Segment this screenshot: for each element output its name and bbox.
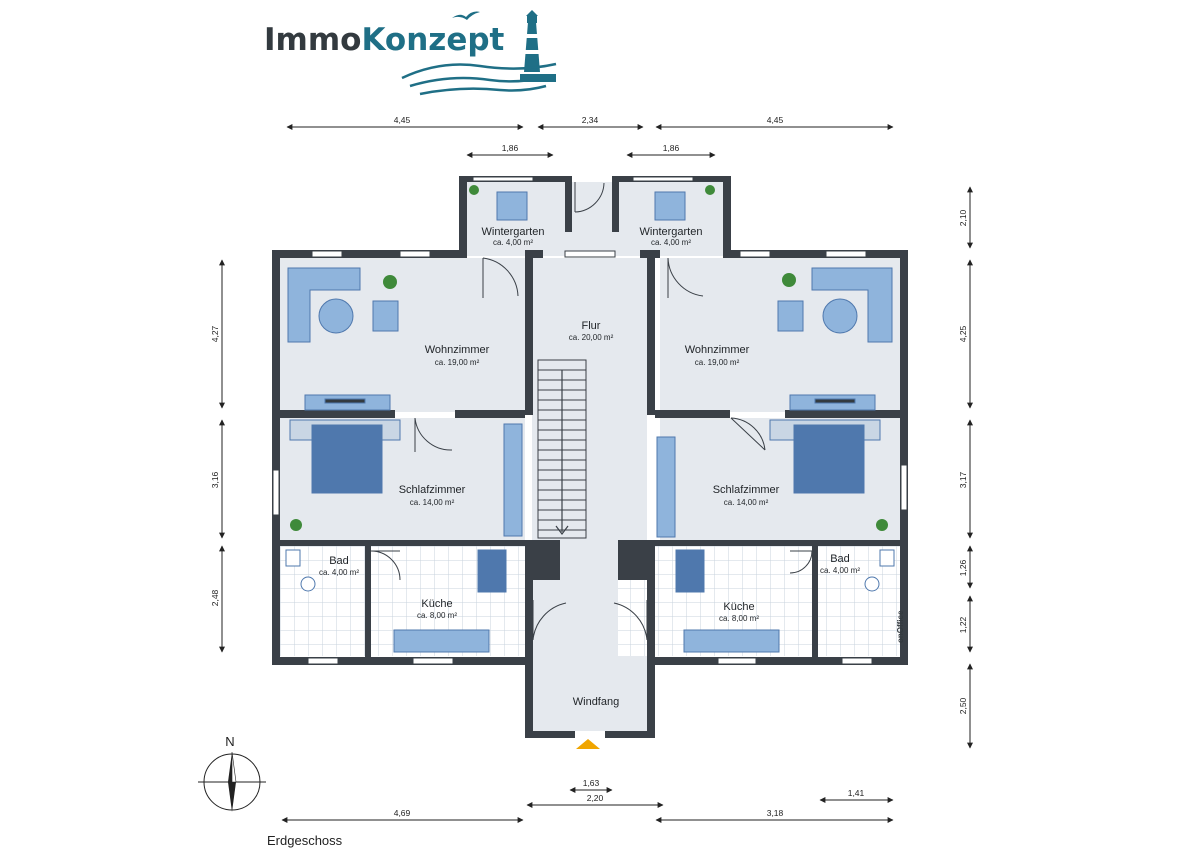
room-name-flur: Flur (582, 320, 601, 332)
dim-top-middle: 2,34 (582, 115, 599, 125)
seagull-icon (452, 11, 480, 20)
room-area-schlafzimmer-left: ca. 14,00 m² (410, 498, 455, 507)
room-area-wintergarten-left: ca. 4,00 m² (493, 238, 533, 247)
room-area-schlafzimmer-right: ca. 14,00 m² (724, 498, 769, 507)
immokonzept-logo: ImmoKonzept (264, 10, 557, 96)
room-name-wintergarten-left: Wintergarten (482, 226, 545, 238)
dim-bottom-right: 3,18 (767, 808, 784, 818)
room-name-kueche-right: Küche (723, 601, 754, 613)
dim-bottom-right-small: 1,41 (848, 788, 865, 798)
dim-right-6: 2,50 (958, 697, 968, 714)
staircase (537, 359, 587, 539)
doors (370, 182, 813, 641)
dim-top-left: 4,45 (394, 115, 411, 125)
room-area-flur: ca. 20,00 m² (569, 333, 614, 342)
room-area-wohnzimmer-right: ca. 19,00 m² (695, 358, 740, 367)
dim-left-1: 4,27 (210, 325, 220, 342)
dim-left-2: 3,16 (210, 471, 220, 488)
plant-icon (290, 185, 888, 531)
dim-bottom-left: 4,69 (394, 808, 411, 818)
room-area-bad-left: ca. 4,00 m² (319, 568, 359, 577)
room-area-kueche-right: ca. 8,00 m² (719, 614, 759, 623)
dimension-lines (219, 124, 973, 823)
entrance-arrow-icon (576, 739, 600, 749)
room-name-windfang: Windfang (573, 696, 619, 708)
dim-right-3: 3,17 (958, 471, 968, 488)
dim-right-2: 4,25 (958, 325, 968, 342)
dim-left-3: 2,48 (210, 589, 220, 606)
room-area-bad-right: ca. 4,00 m² (820, 566, 860, 575)
furniture (285, 191, 895, 653)
room-area-wintergarten-right: ca. 4,00 m² (651, 238, 691, 247)
dim-top-right: 4,45 (767, 115, 784, 125)
dim-right-5: 1,22 (958, 616, 968, 633)
walls (272, 176, 908, 738)
room-name-bad-right: Bad (830, 553, 850, 565)
dim-winter-right: 1,86 (663, 143, 680, 153)
dim-right-1: 2,10 (958, 209, 968, 226)
floor-label: Erdgeschoss (267, 833, 343, 848)
waves-icon (401, 62, 557, 96)
room-area-kueche-left: ca. 8,00 m² (417, 611, 457, 620)
room-name-schlafzimmer-left: Schlafzimmer (399, 484, 466, 496)
room-name-wintergarten-right: Wintergarten (640, 226, 703, 238)
room-area-wohnzimmer-left: ca. 19,00 m² (435, 358, 480, 367)
dim-right-4: 1,26 (958, 559, 968, 576)
room-name-kueche-left: Küche (421, 598, 452, 610)
dim-bottom-middle: 2,20 (587, 793, 604, 803)
logo-word-konzept: Konzept (361, 22, 504, 58)
svg-text:ImmoKonzept: ImmoKonzept (264, 22, 505, 58)
onoffice-watermark: onOffice (896, 610, 905, 643)
room-labels: Wintergarten ca. 4,00 m² Wintergarten ca… (319, 226, 860, 708)
compass-north-label: N (225, 734, 234, 749)
dim-winter-left: 1,86 (502, 143, 519, 153)
dimension-labels: 4,45 2,34 4,45 1,86 1,86 4,27 3,16 2,48 … (210, 115, 968, 818)
lighthouse-icon (524, 10, 540, 72)
room-name-schlafzimmer-right: Schlafzimmer (713, 484, 780, 496)
dim-bottom-door: 1,63 (583, 778, 600, 788)
room-name-wohnzimmer-left: Wohnzimmer (425, 344, 490, 356)
logo-word-immo: Immo (264, 22, 361, 58)
room-name-bad-left: Bad (329, 555, 349, 567)
compass-rose-icon (198, 751, 266, 812)
windows (272, 176, 908, 665)
compass: N (198, 734, 266, 812)
room-name-wohnzimmer-right: Wohnzimmer (685, 344, 750, 356)
